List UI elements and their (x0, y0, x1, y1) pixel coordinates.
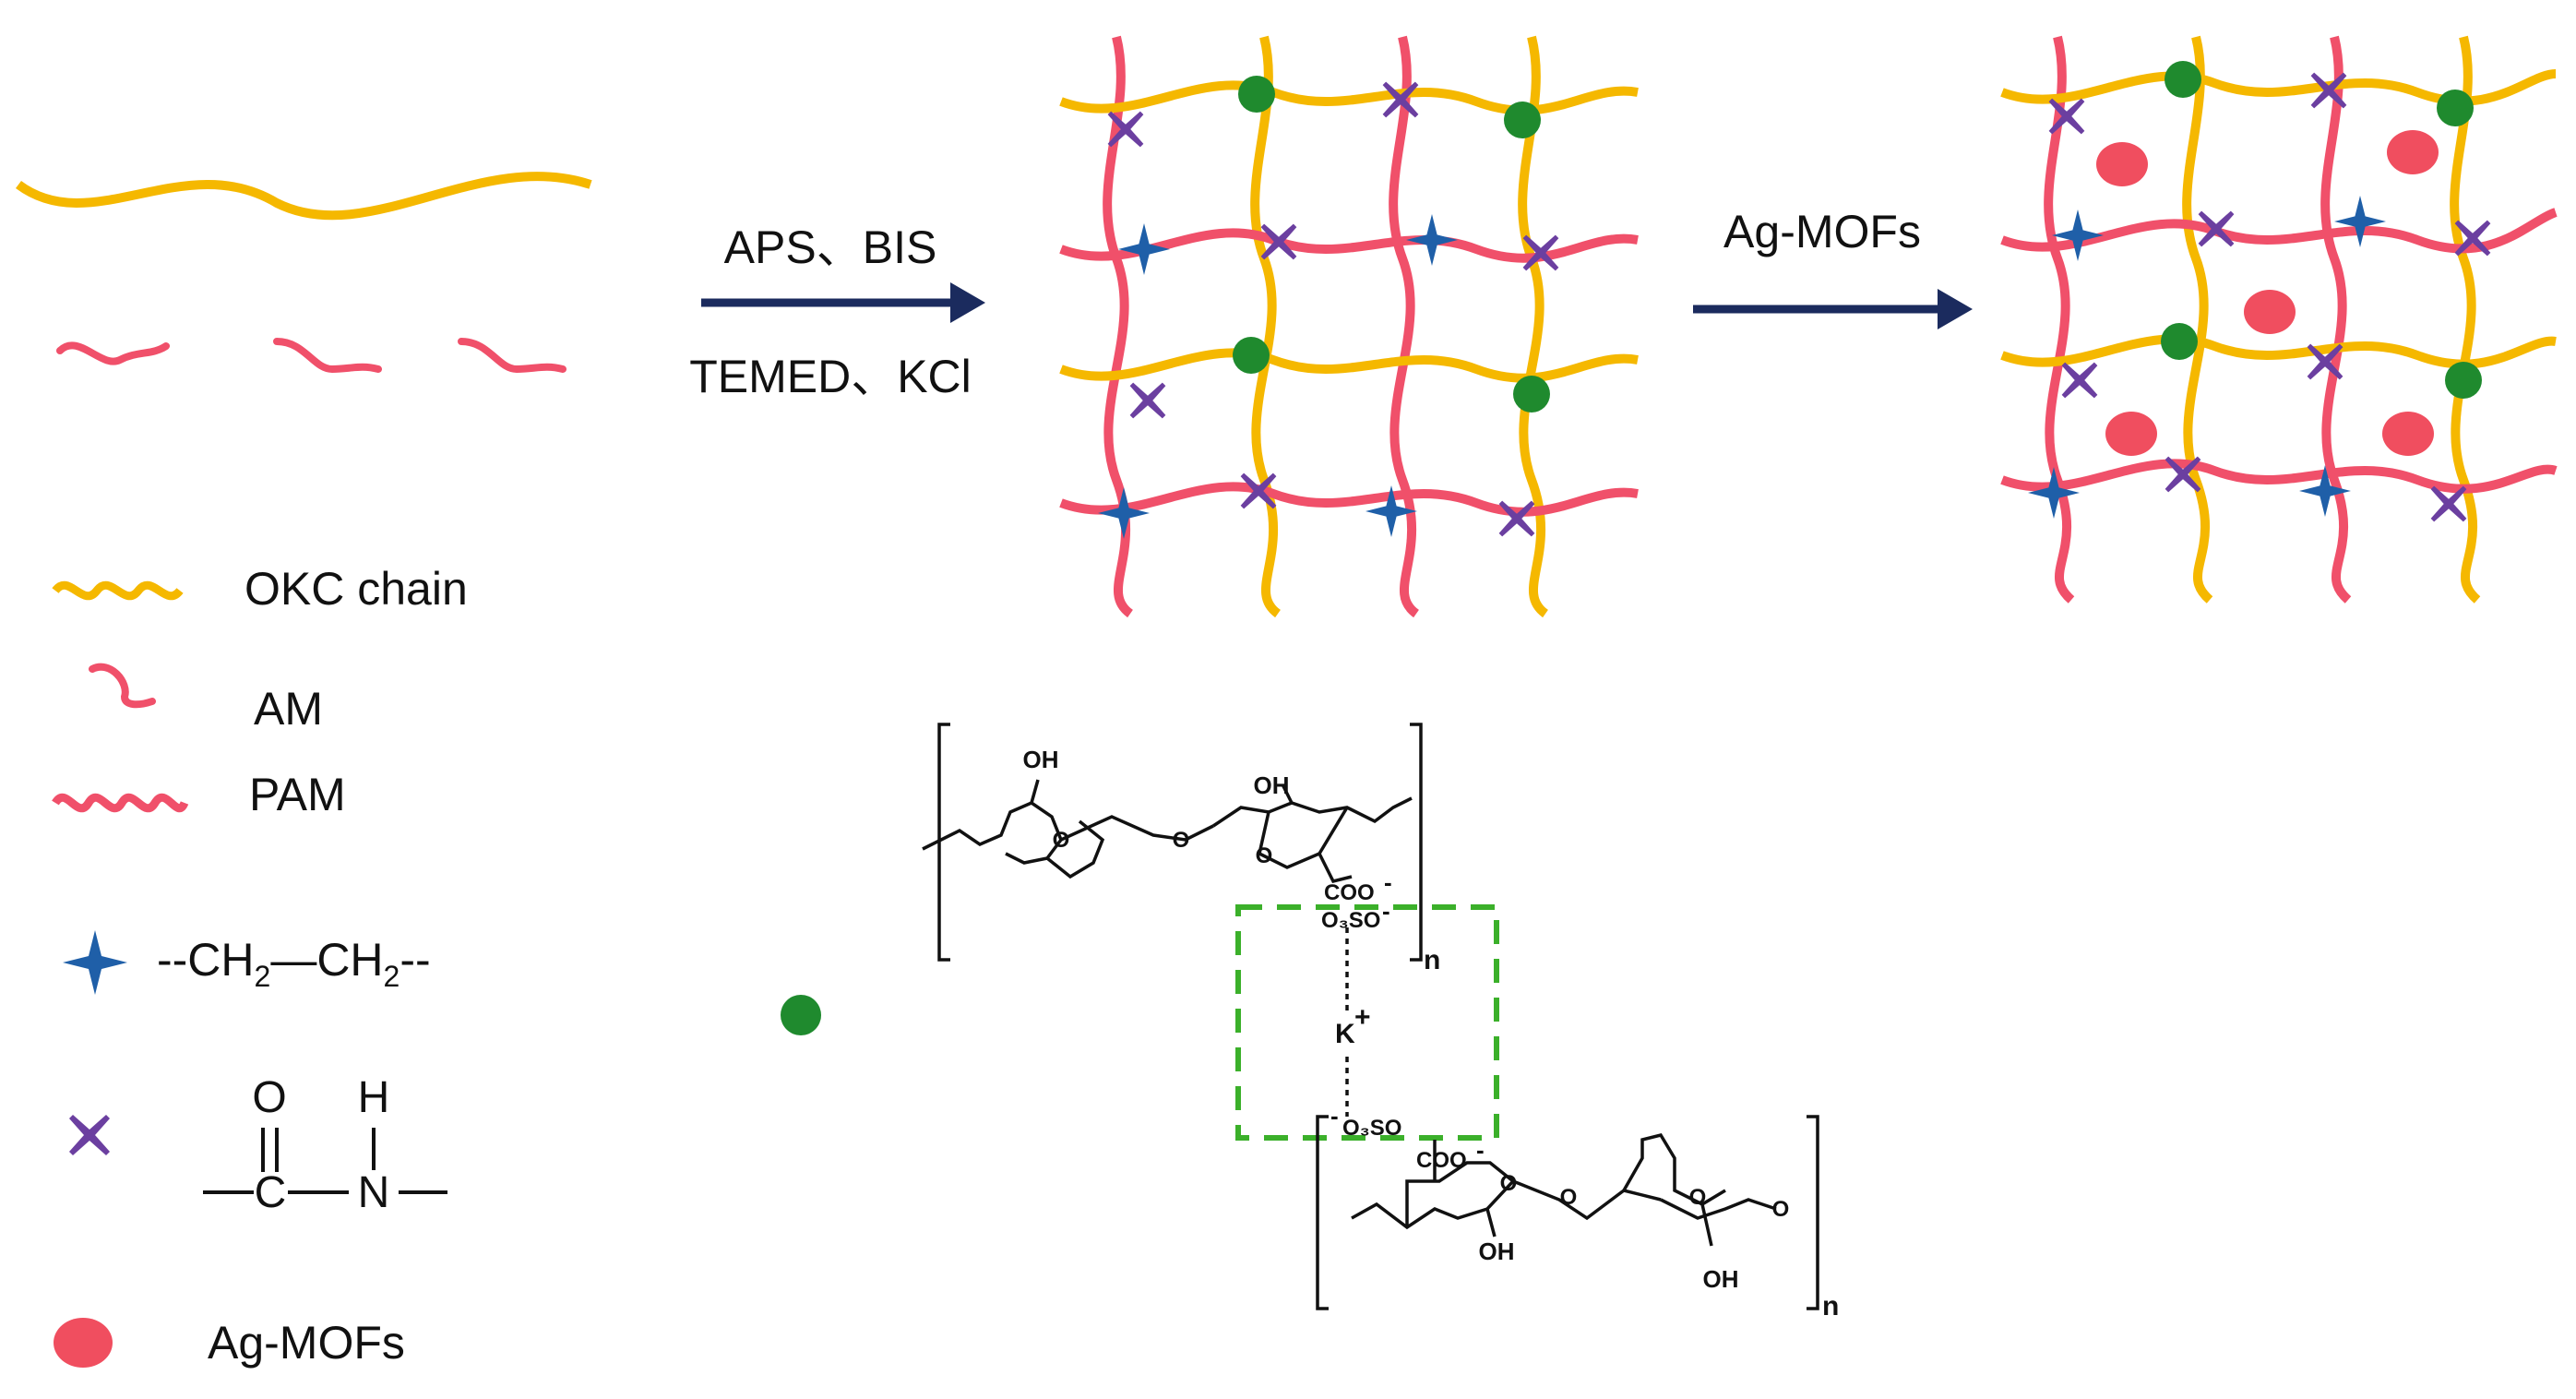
step1-arrow (701, 282, 985, 323)
green-dot-icon (1504, 102, 1541, 138)
am-legend-icon (89, 663, 156, 709)
svg-text:O: O (1173, 828, 1190, 853)
carrageenan-structure (922, 723, 1819, 1310)
legend-pam-label: PAM (249, 769, 346, 820)
green-dot-icon (2161, 323, 2198, 360)
star-crosslink-icon (1098, 487, 1150, 539)
x-crosslink-icon (1498, 500, 1535, 537)
red-ellipse-icon (2382, 412, 2434, 456)
svg-text:-: - (1382, 897, 1390, 925)
legend-ag-label: Ag-MOFs (208, 1317, 405, 1369)
svg-text:O₃SO: O₃SO (1342, 1116, 1401, 1141)
star-crosslink-icon (1118, 223, 1170, 275)
x-crosslink-icon (1129, 382, 1166, 419)
red-ellipse-icon (2387, 130, 2439, 174)
svg-text:O: O (1560, 1185, 1578, 1210)
green-dot-icon (2445, 362, 2482, 399)
okc-chain-legend-icon (52, 580, 184, 601)
star-crosslink-icon (2334, 196, 2386, 247)
crosslinked-network-okc-pam (1059, 35, 1639, 618)
svg-text:OH: OH (1703, 1265, 1739, 1293)
carrageenan-labels: OH OH O O O COO - O₃SO - n K + - O₃SO CO… (1023, 746, 1840, 1321)
svg-text:O: O (1256, 843, 1273, 868)
legend-ethylene-label: --CH2—CH2-- (157, 934, 431, 993)
legend: OKC chain AM PAM --CH2—CH2-- O H C N Ag-… (52, 563, 468, 1369)
step2-label: Ag-MOFs (1723, 206, 1921, 257)
svg-text:OH: OH (1023, 746, 1059, 773)
svg-text:OH: OH (1479, 1238, 1515, 1265)
svg-text:O: O (1772, 1197, 1790, 1222)
amide-h: H (358, 1073, 390, 1122)
star-crosslink-icon (2028, 467, 2080, 519)
step1-reagents-top: APS、BIS (724, 221, 937, 273)
green-dot-icon (2437, 90, 2474, 126)
svg-text:COO: COO (1416, 1148, 1467, 1173)
svg-text:n: n (1822, 1291, 1839, 1321)
green-dot-icon (1238, 76, 1275, 113)
red-ellipse-icon (2105, 412, 2157, 456)
amide-c: C (255, 1168, 287, 1217)
star-crosslink-icon (63, 930, 127, 995)
amide-structure (203, 1128, 447, 1194)
amide-o: O (252, 1073, 286, 1122)
red-ellipse-icon (2244, 290, 2296, 334)
green-dot-icon (1233, 337, 1270, 374)
ag-mof-legend-icon (54, 1318, 113, 1368)
step1-reagents-bottom: TEMED、KCl (689, 351, 972, 402)
svg-text:-: - (1384, 868, 1392, 896)
x-crosslink-icon (2061, 362, 2098, 399)
red-ellipse-icon (2096, 142, 2148, 186)
svg-text:-: - (1476, 1136, 1485, 1164)
pam-legend-icon (52, 793, 189, 813)
green-dot-icon (1513, 376, 1550, 413)
am-monomers-input (56, 338, 566, 374)
amide-n: N (358, 1168, 390, 1217)
svg-text:+: + (1354, 1002, 1371, 1033)
svg-text:O: O (1500, 1171, 1518, 1196)
svg-text:K: K (1335, 1019, 1355, 1049)
x-crosslink-icon (69, 1115, 110, 1155)
svg-text:n: n (1424, 945, 1440, 975)
green-dot-icon (781, 995, 821, 1035)
legend-am-label: AM (254, 683, 323, 735)
star-crosslink-icon (1406, 214, 1458, 266)
legend-okc-label: OKC chain (244, 563, 468, 615)
svg-text:O: O (1689, 1185, 1707, 1210)
step2-arrow (1693, 289, 1973, 329)
svg-text:COO: COO (1324, 880, 1375, 905)
green-dot-icon (2165, 61, 2201, 98)
svg-text:OH: OH (1254, 771, 1290, 799)
svg-text:O: O (1053, 828, 1070, 853)
crosslinked-network-with-agmofs (2000, 35, 2558, 604)
okc-chain-input (16, 172, 592, 221)
svg-text:O₃SO: O₃SO (1321, 908, 1380, 933)
svg-text:-: - (1330, 1102, 1339, 1130)
